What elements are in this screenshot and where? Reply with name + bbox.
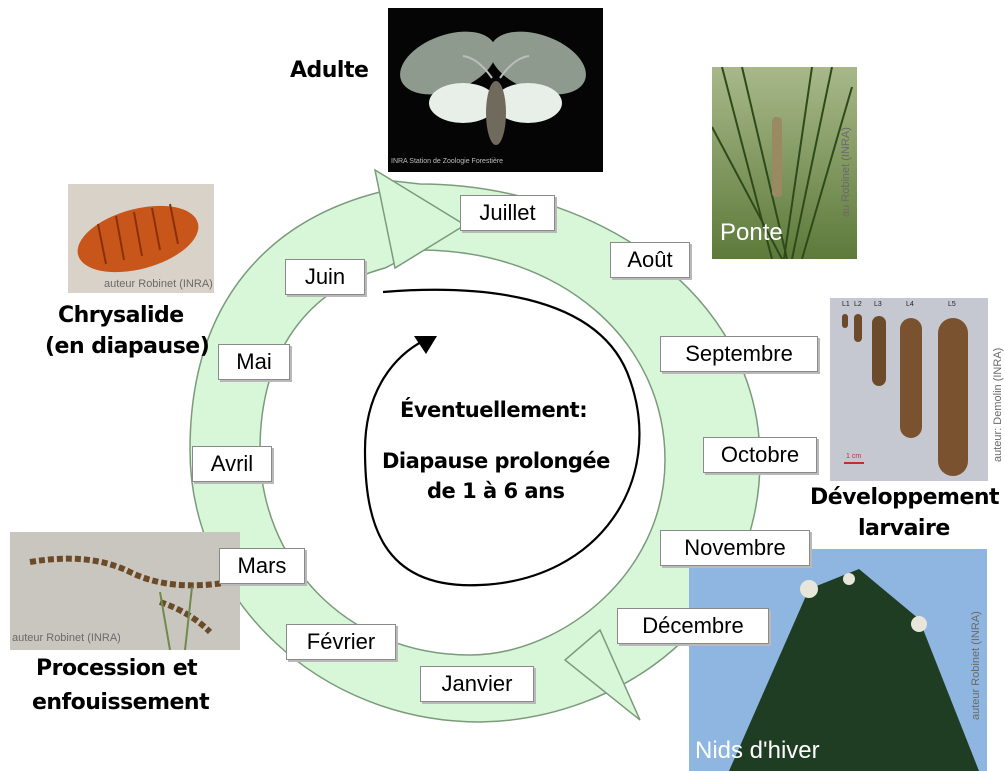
ponte-label: Ponte: [720, 219, 783, 247]
ponte-photo-credit: au Robinet (INRA): [840, 127, 852, 217]
stage-procession-line2: enfouissement: [32, 690, 209, 716]
moth-icon: [388, 8, 603, 172]
stage-adulte: Adulte: [290, 58, 368, 84]
month-juillet: Juillet: [460, 195, 555, 231]
stage-developpement-line2: larvaire: [858, 516, 950, 542]
month-septembre: Septembre: [660, 336, 818, 372]
stage-procession-line1: Procession et: [36, 656, 197, 682]
larval-label-l3: L3: [874, 301, 882, 308]
month-mai: Mai: [218, 344, 290, 380]
center-line2: Diapause prolongée: [382, 448, 610, 474]
chrysalide-photo-credit: auteur Robinet (INRA): [104, 278, 213, 290]
nids-hiver-label: Nids d'hiver: [695, 737, 820, 765]
procession-photo-credit: auteur Robinet (INRA): [12, 632, 121, 644]
scale-bar-label: 1 cm: [846, 453, 861, 460]
larval-label-l4: L4: [906, 301, 914, 308]
nids-hiver-photo: Nids d'hiver: [689, 549, 987, 771]
center-line3: de 1 à 6 ans: [427, 478, 565, 504]
stage-chrysalide-line1: Chrysalide: [58, 303, 184, 329]
adult-moth-photo: INRA Station de Zoologie Forestière: [388, 8, 603, 172]
procession-photo: auteur Robinet (INRA): [10, 532, 240, 650]
month-avril: Avril: [192, 446, 272, 482]
center-line1: Éventuellement:: [400, 397, 587, 423]
stage-chrysalide-line2: (en diapause): [45, 334, 209, 360]
month-janvier: Janvier: [420, 666, 534, 702]
adult-photo-credit: INRA Station de Zoologie Forestière: [391, 158, 503, 165]
pupa-icon: [68, 184, 214, 293]
larval-label-l2: L2: [854, 301, 862, 308]
stage-developpement-line1: Développement: [810, 485, 999, 511]
larval-label-l5: L5: [948, 301, 956, 308]
month-mars: Mars: [219, 548, 305, 584]
larvae-photo-credit: auteur: Demolin (INRA): [992, 348, 1004, 462]
chrysalide-photo: auteur Robinet (INRA): [68, 184, 214, 293]
month-aout: Août: [610, 242, 690, 278]
diapause-spiral: [365, 290, 639, 585]
larval-label-l1: L1: [842, 301, 850, 308]
ponte-photo: Ponte au Robinet (INRA): [712, 67, 857, 259]
month-juin: Juin: [285, 259, 365, 295]
month-novembre: Novembre: [660, 530, 810, 566]
month-fevrier: Février: [286, 624, 396, 660]
month-octobre: Octobre: [703, 437, 817, 473]
nids-photo-credit: auteur Robinet (INRA): [970, 611, 982, 720]
month-decembre: Décembre: [617, 608, 769, 644]
larvae-photo: L1 L2 L3 L4 L5 1 cm: [830, 298, 988, 481]
